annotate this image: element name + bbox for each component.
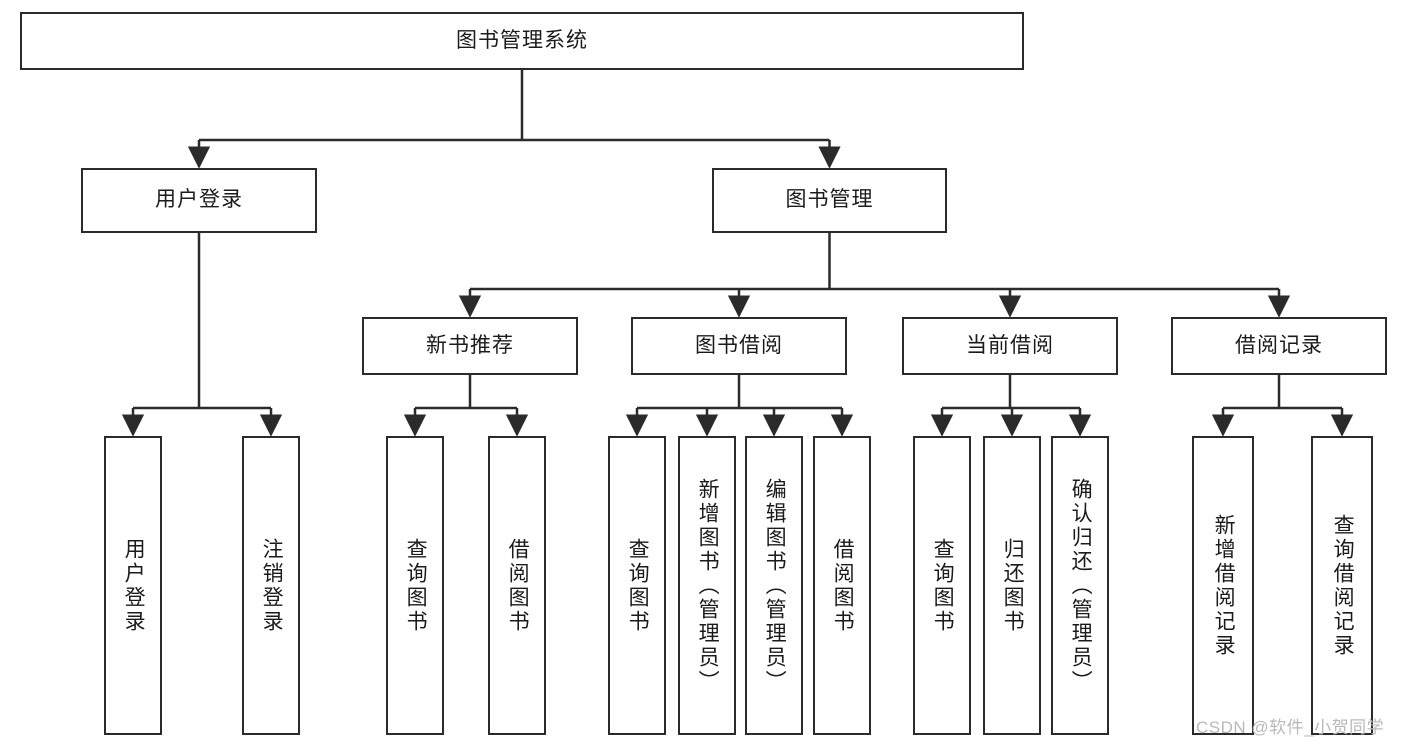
- node-f3[interactable]: 查询图书: [386, 436, 444, 735]
- node-label: 编辑图书（管理员）: [763, 477, 787, 694]
- node-label: 借阅图书: [506, 537, 530, 634]
- node-l3c[interactable]: 当前借阅: [902, 317, 1118, 375]
- node-l3a[interactable]: 新书推荐: [362, 317, 578, 375]
- node-label: 确认归还（管理员）: [1069, 477, 1093, 694]
- node-f9[interactable]: 查询图书: [913, 436, 971, 735]
- node-label: 查询图书: [931, 537, 955, 634]
- node-label: 图书管理: [785, 188, 874, 212]
- node-label: 用户登录: [155, 188, 243, 212]
- node-f2[interactable]: 注销登录: [242, 436, 300, 735]
- node-label: 注销登录: [260, 537, 284, 634]
- node-label: 新书推荐: [426, 333, 514, 357]
- node-f8[interactable]: 借阅图书: [813, 436, 871, 735]
- node-f13[interactable]: 查询借阅记录: [1311, 436, 1373, 735]
- node-label: 借阅图书: [831, 537, 855, 634]
- node-label: 新增借阅记录: [1212, 513, 1236, 658]
- node-f12[interactable]: 新增借阅记录: [1192, 436, 1254, 735]
- node-f11[interactable]: 确认归还（管理员）: [1051, 436, 1109, 735]
- watermark: CSDN @软件_小贺同学: [1196, 718, 1385, 737]
- node-label: 查询借阅记录: [1331, 513, 1355, 658]
- node-l3d[interactable]: 借阅记录: [1171, 317, 1387, 375]
- node-l3b[interactable]: 图书借阅: [631, 317, 847, 375]
- node-label: 借阅记录: [1235, 333, 1323, 357]
- node-f4[interactable]: 借阅图书: [488, 436, 546, 735]
- node-label: 图书管理系统: [456, 28, 588, 52]
- node-label: 当前借阅: [966, 333, 1054, 357]
- node-f10[interactable]: 归还图书: [983, 436, 1041, 735]
- node-f7[interactable]: 编辑图书（管理员）: [745, 436, 803, 735]
- node-f6[interactable]: 新增图书（管理员）: [678, 436, 736, 735]
- node-label: 图书借阅: [695, 333, 783, 357]
- node-f5[interactable]: 查询图书: [608, 436, 666, 735]
- node-l2b[interactable]: 图书管理: [712, 168, 947, 233]
- node-l2a[interactable]: 用户登录: [81, 168, 317, 233]
- node-label: 用户登录: [122, 537, 146, 634]
- node-label: 新增图书（管理员）: [696, 477, 720, 694]
- node-f1[interactable]: 用户登录: [104, 436, 162, 735]
- node-label: 查询图书: [404, 537, 428, 634]
- node-label: 归还图书: [1001, 537, 1025, 634]
- node-label: 查询图书: [626, 537, 650, 634]
- node-root[interactable]: 图书管理系统: [20, 12, 1024, 70]
